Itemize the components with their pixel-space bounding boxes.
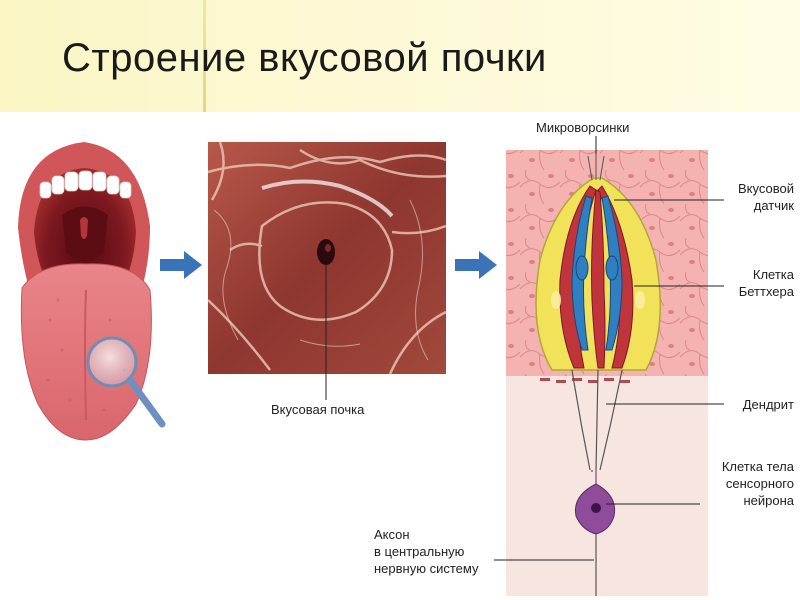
title-divider (203, 0, 206, 112)
taste-bud-micrograph (207, 141, 447, 400)
label-bettcher-cell: Клетка Беттхера (722, 266, 794, 300)
label-axon: Аксон в центральную нервную систему (374, 526, 478, 577)
page-title: Строение вкусовой почки (62, 36, 547, 80)
label-taste-sensor-line1: Вкусовой (738, 181, 794, 196)
label-neuron-body: Клетка тела сенсорного нейрона (700, 458, 794, 509)
microvilli (587, 154, 605, 181)
label-neuron-line2: сенсорного (725, 476, 794, 491)
label-bettcher-line1: Клетка (752, 267, 794, 282)
mouth-illustration (18, 142, 166, 441)
label-taste-sensor-line2: датчик (753, 198, 794, 213)
label-axon-line2: в центральную (374, 544, 465, 559)
uvula (80, 217, 88, 239)
upper-teeth (39, 170, 132, 199)
taste-receptor-cells (571, 195, 623, 351)
title-band (0, 0, 800, 112)
dendrite (571, 369, 623, 472)
magnifier-handle (126, 376, 166, 428)
label-taste-sensor: Вкусовой датчик (722, 180, 794, 214)
arrow-icon (455, 251, 497, 279)
taste-bud-diagram (494, 136, 724, 596)
label-axon-line1: Аксон (374, 527, 410, 542)
label-microvilli: Микроворсинки (536, 120, 630, 135)
label-neuron-line1: Клетка тела (721, 459, 794, 474)
tongue (20, 263, 152, 441)
arrow-icon (160, 251, 202, 279)
label-neuron-line3: нейрона (743, 493, 794, 508)
label-bettcher-line2: Беттхера (738, 284, 794, 299)
label-taste-bud: Вкусовая почка (271, 402, 365, 417)
magnifier-lens (86, 336, 138, 388)
label-axon-line3: нервную систему (374, 561, 479, 576)
label-dendrite: Дендрит (742, 397, 794, 412)
taste-pore (317, 239, 335, 265)
